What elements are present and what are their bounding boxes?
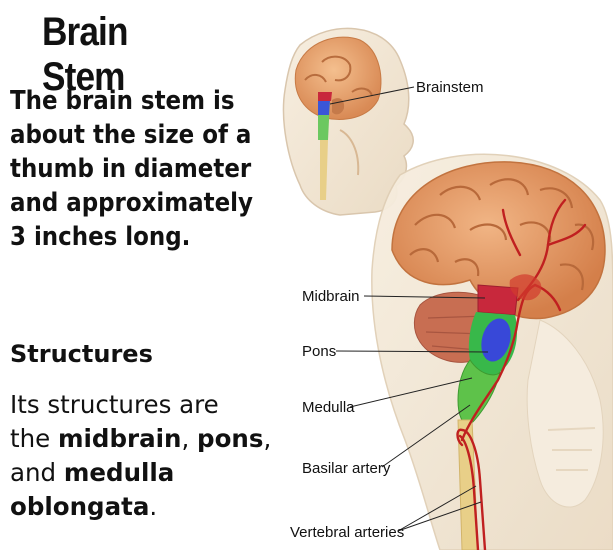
large-brain-shape (391, 161, 606, 320)
label-basilar-artery: Basilar artery (302, 460, 391, 477)
label-medulla: Medulla (302, 399, 355, 416)
intro-line: The brain stem is (10, 86, 235, 116)
pons-leader-line (335, 350, 489, 353)
term-pons: pons (197, 424, 264, 453)
intro-line: and approximately (10, 188, 253, 218)
vertebral-leader-line-2 (397, 501, 482, 532)
intro-paragraph: The brain stem is about the size of a th… (10, 84, 272, 254)
label-pons: Pons (302, 343, 336, 360)
term-medulla: medulla (63, 458, 175, 487)
small-brain-shape (294, 36, 382, 120)
airway-line (339, 129, 360, 176)
medulla-leader-line (349, 377, 473, 408)
spinal-cord-shape (457, 419, 479, 550)
skull-jaw-shape (526, 319, 604, 508)
structures-paragraph: Its structures are the midbrain, pons, a… (10, 388, 272, 524)
brain-fold-line (351, 87, 373, 97)
text-fragment: , (263, 424, 272, 453)
leader-lines (329, 86, 489, 532)
label-vertebral-arteries: Vertebral arteries (290, 524, 404, 541)
small-spinal-cord-shape (320, 140, 328, 200)
structures-heading: Structures (10, 340, 153, 368)
text-fragment: , (181, 424, 198, 453)
pons-shape (481, 318, 511, 362)
page-title: Brain Stem (42, 10, 128, 99)
intro-line: thumb in diameter (10, 154, 252, 184)
term-midbrain: midbrain (58, 424, 182, 453)
artery-bulb-shape (509, 274, 542, 301)
text-fragment: . (149, 492, 158, 521)
large-brain-folds (409, 178, 595, 291)
brain-fold-line (321, 55, 352, 82)
teeth-lines (547, 427, 596, 471)
term-oblongata: oblongata (10, 492, 150, 521)
label-brainstem: Brainstem (416, 79, 484, 96)
midbrain-leader-line (363, 295, 486, 299)
basilar-leader-line (381, 404, 471, 468)
brainstem-leader-line (329, 86, 415, 105)
text-fragment: the (10, 424, 58, 453)
brain-fold-line (304, 74, 327, 83)
label-midbrain: Midbrain (302, 288, 360, 305)
small-pons-shape (318, 100, 330, 115)
small-midbrain-shape (318, 92, 332, 101)
structures-line: Its structures are (10, 390, 219, 419)
intro-line: 3 inches long. (10, 222, 191, 252)
intro-line: about the size of a (10, 120, 252, 150)
large-head-illustration (371, 153, 613, 550)
vertebral-leader-line-1 (397, 485, 477, 532)
text-fragment: and (10, 458, 64, 487)
